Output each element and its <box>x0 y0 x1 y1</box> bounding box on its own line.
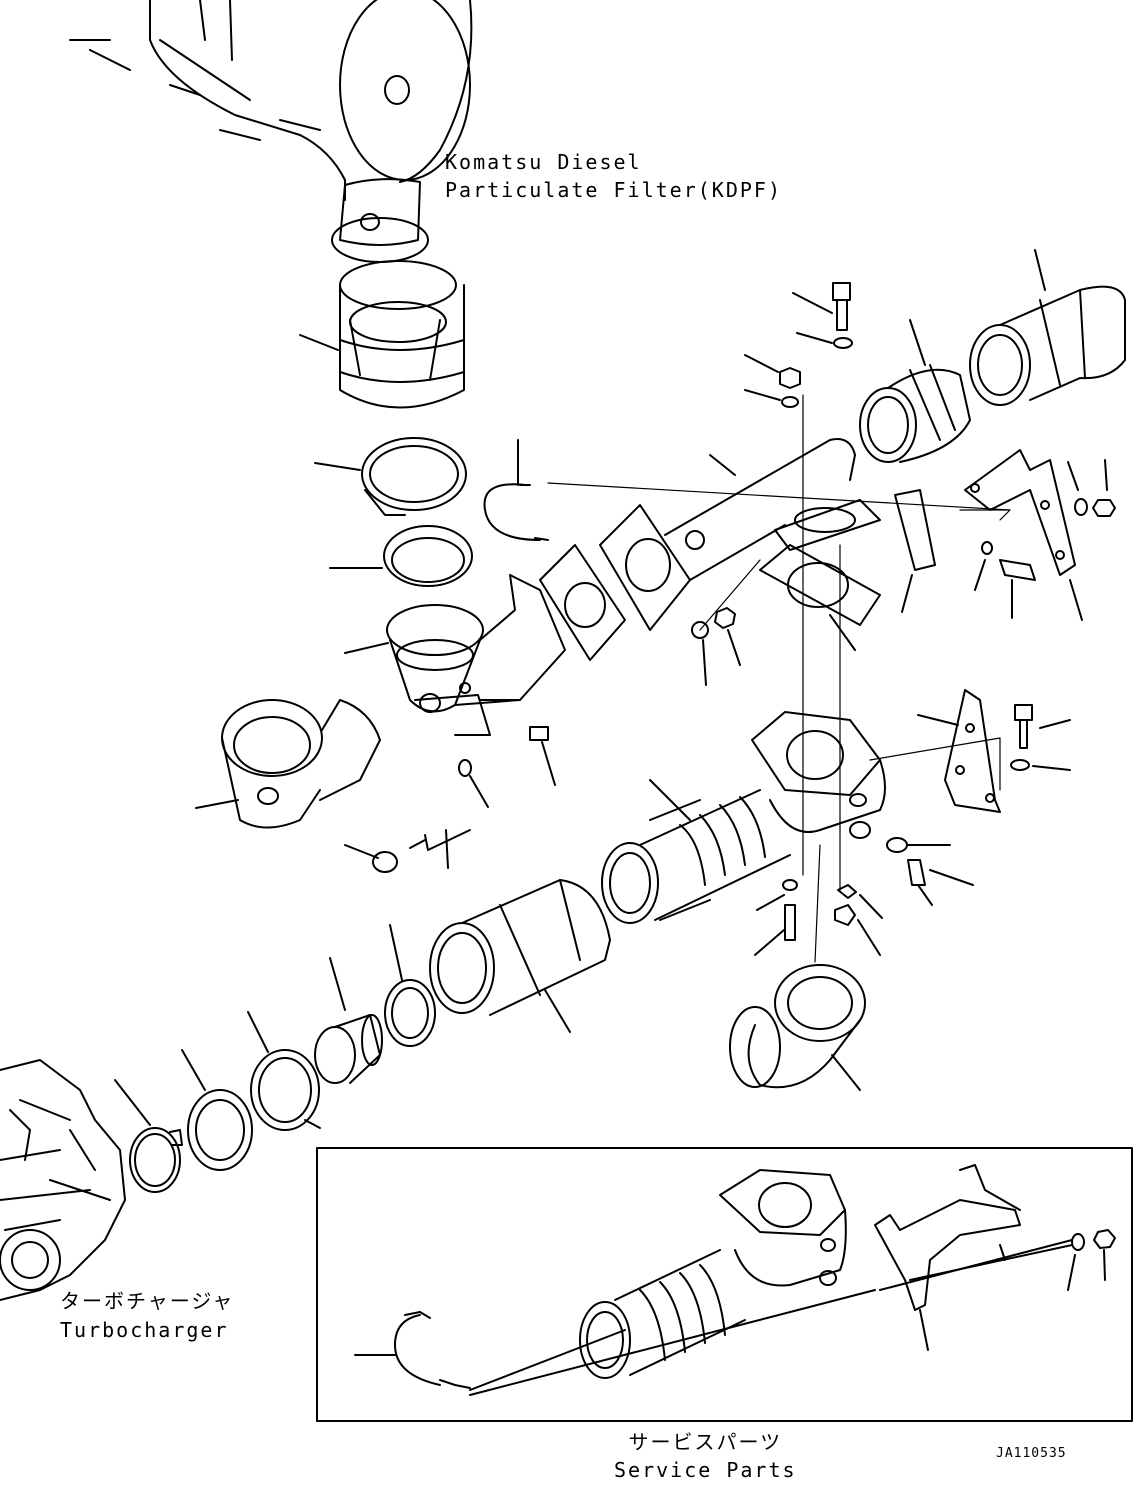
washer-nut-mid <box>692 608 740 685</box>
reference-lines <box>548 395 1010 962</box>
strap-upper <box>895 490 935 612</box>
hose-clamp-lower <box>115 1080 182 1192</box>
service-parts-label: サービスパーツ Service Parts <box>614 1428 797 1484</box>
service-parts-label-jp: サービスパーツ <box>628 1430 783 1454</box>
service-washer-nut <box>880 1230 1115 1290</box>
ring-coupler-lower <box>182 1050 252 1170</box>
clip-upper <box>485 440 549 540</box>
sleeve-coupler-top <box>300 261 464 408</box>
flange-adapter-lower <box>315 958 382 1083</box>
washer-top <box>797 333 852 348</box>
v-band-clamp-lower <box>248 1012 320 1130</box>
nut-left-upper <box>745 355 800 407</box>
turbocharger-label-jp: ターボチャージャ <box>60 1289 235 1313</box>
sleeve-coupler-lower <box>430 880 610 1032</box>
flex-bellows-pipe <box>602 780 790 923</box>
bracket-lower-right <box>918 690 1070 812</box>
washer-nut-right <box>1068 460 1115 516</box>
bolt-washer-mid <box>975 542 1035 618</box>
bolt-top <box>793 283 850 330</box>
service-clip <box>355 1290 875 1395</box>
elbow-flange-upper <box>345 575 565 712</box>
turbocharger-body <box>0 1060 125 1300</box>
gasket-ring-lower <box>385 925 435 1046</box>
elbow-lower-right <box>730 965 865 1090</box>
drawing-code: JA110535 <box>996 1446 1067 1461</box>
turbocharger-label: ターボチャージャ Turbocharger <box>60 1287 234 1345</box>
bracket-upper-right <box>965 450 1082 620</box>
coupler-right <box>860 320 970 462</box>
kdpf-unit <box>70 0 471 262</box>
turbocharger-label-en: Turbocharger <box>60 1318 229 1342</box>
gasket-square-mid <box>540 545 625 660</box>
kdpf-label-line2: Particulate Filter(KDPF) <box>445 178 782 202</box>
service-parts-box <box>317 1148 1132 1421</box>
plug-bolt-lower <box>345 695 555 872</box>
pipe-flange-upper <box>600 439 880 630</box>
service-flex-pipe <box>580 1170 846 1378</box>
v-band-clamp-top <box>315 438 466 515</box>
service-parts-label-en: Service Parts <box>614 1458 797 1482</box>
exhaust-flange-lower <box>752 712 885 838</box>
service-bracket <box>875 1165 1020 1350</box>
gasket-square-right <box>760 545 880 650</box>
washer-bolt-right-lower <box>887 838 973 905</box>
elbow-lower-left <box>196 700 380 828</box>
gasket-ring <box>330 526 472 586</box>
kdpf-label-line1: Komatsu Diesel <box>445 150 642 174</box>
bolt-nut-center-lower <box>755 880 882 955</box>
elbow-duct-right <box>970 250 1125 405</box>
